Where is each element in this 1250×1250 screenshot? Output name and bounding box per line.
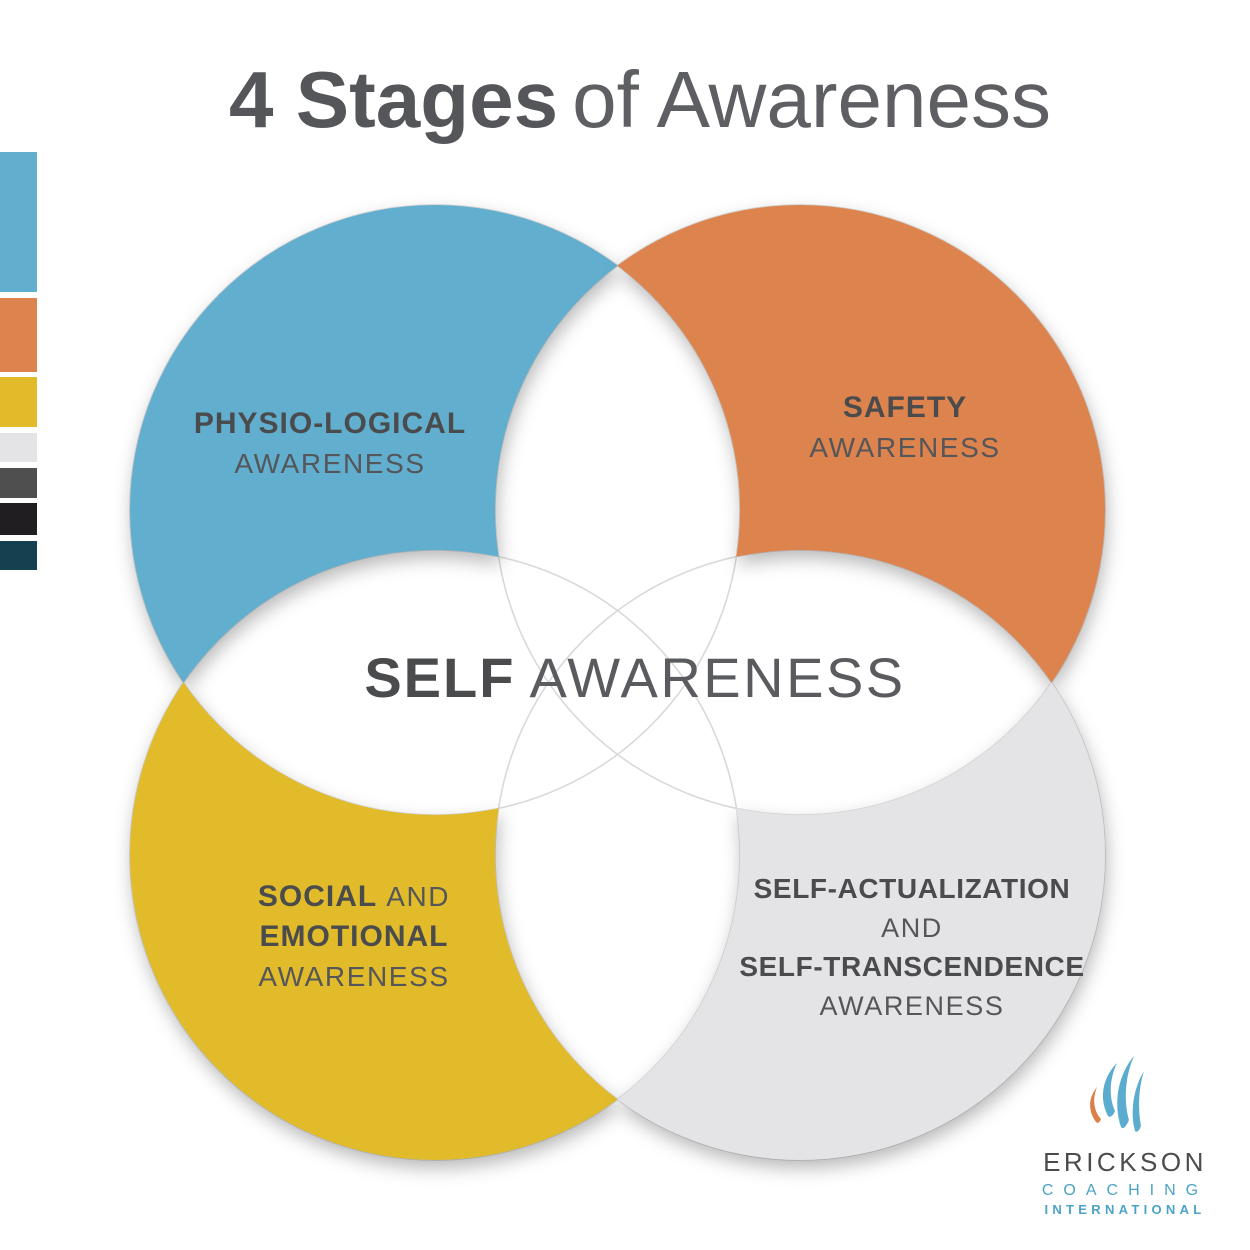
- flame-wisp-blue-2: [1117, 1056, 1134, 1129]
- palette-swatch-blue: [0, 152, 37, 292]
- logo-wordmark: ERICKSON: [1043, 1147, 1207, 1177]
- label-line: AWARENESS: [712, 989, 1112, 1028]
- palette-swatch-yellow: [0, 377, 37, 427]
- label-text-bold: SELF-ACTUALIZATION: [753, 873, 1071, 904]
- palette-swatch-orange: [0, 298, 37, 372]
- label-line: PHYSIO-LOGICAL: [155, 406, 505, 446]
- flame-wisp-blue-1: [1102, 1063, 1117, 1117]
- center-label-bold: SELF: [364, 646, 516, 709]
- palette-swatch-black: [0, 503, 37, 535]
- label-text-bold: SOCIAL: [257, 880, 378, 913]
- center-label-light: AWARENESS: [529, 646, 906, 709]
- label-line: SELF-ACTUALIZATION: [712, 872, 1112, 911]
- label-line: AND: [712, 911, 1112, 950]
- petal-gray-group: [495, 550, 1105, 1160]
- label-line: SAFETY: [730, 390, 1080, 430]
- flame-wisp-orange: [1090, 1087, 1101, 1123]
- label-text-bold: SAFETY: [842, 391, 968, 424]
- label-social-emotional-awareness: SOCIAL AND EMOTIONAL AWARENESS: [180, 879, 528, 999]
- palette-swatch-dark-gray: [0, 468, 37, 498]
- palette-swatch-dark-teal: [0, 541, 37, 570]
- palette-swatch-light-gray: [0, 433, 37, 462]
- label-text-light: AND: [881, 913, 943, 943]
- title-bold: 4 Stages: [229, 55, 559, 144]
- label-safety-awareness: SAFETY AWARENESS: [730, 390, 1080, 470]
- logo-subtitle-international: INTERNATIONAL: [1044, 1201, 1206, 1217]
- label-text-light: AWARENESS: [258, 961, 450, 992]
- label-text-light: AND: [386, 881, 451, 912]
- label-text-light: AWARENESS: [234, 448, 426, 479]
- label-line: AWARENESS: [155, 446, 505, 486]
- logo-subtitle-coaching: COACHING: [1041, 1181, 1209, 1199]
- circle-self-actualization: [495, 550, 1105, 1160]
- flame-wisp-blue-3: [1132, 1071, 1144, 1132]
- flame-icon: [1090, 1056, 1144, 1132]
- label-text-bold: PHYSIO-LOGICAL: [193, 407, 467, 440]
- label-line: AWARENESS: [180, 959, 528, 999]
- label-line: SOCIAL AND: [180, 879, 528, 919]
- label-text-light: AWARENESS: [809, 432, 1001, 463]
- label-line: SELF-TRANSCENDENCE: [712, 950, 1112, 989]
- label-line: EMOTIONAL: [180, 919, 528, 959]
- label-text-bold: SELF-TRANSCENDENCE: [739, 951, 1085, 982]
- label-text-bold: EMOTIONAL: [259, 920, 449, 953]
- label-line: AWARENESS: [730, 430, 1080, 470]
- title-light: of Awareness: [572, 55, 1051, 144]
- erickson-logo: ERICKSON COACHING INTERNATIONAL: [1025, 1056, 1225, 1216]
- label-text-light: AWARENESS: [819, 991, 1005, 1021]
- color-palette-strip: [0, 152, 37, 570]
- label-self-actualization-awareness: SELF-ACTUALIZATION AND SELF-TRANSCENDENC…: [712, 872, 1112, 1028]
- label-physiological-awareness: PHYSIO-LOGICAL AWARENESS: [155, 406, 505, 486]
